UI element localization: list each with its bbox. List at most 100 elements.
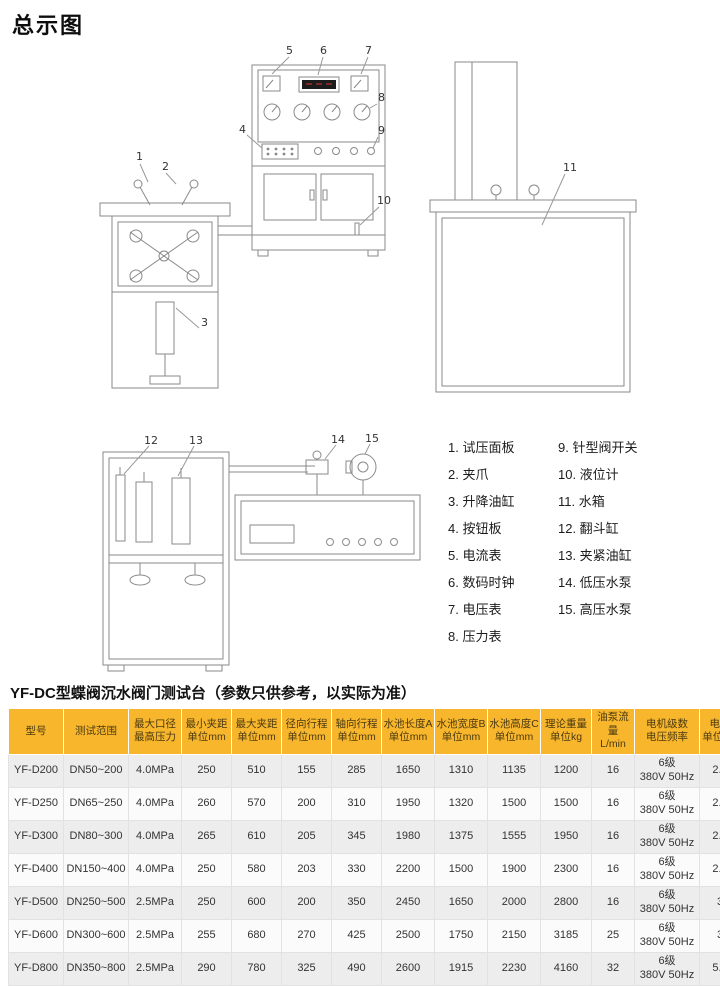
spec-table-cell: 1500	[488, 787, 541, 820]
spec-table-cell: 2.5MPa	[129, 952, 182, 985]
spec-table-cell: 570	[232, 787, 282, 820]
spec-table-cell: 6级 380V 50Hz	[635, 787, 700, 820]
spec-table-cell: YF-D600	[9, 919, 64, 952]
callout-10: 10	[377, 194, 391, 207]
spec-table-cell: 25	[592, 919, 635, 952]
spec-table-header-cell: 轴向行程单位mm	[332, 709, 382, 755]
control-cabinet-drawing	[252, 65, 385, 256]
spec-table-cell: 250	[182, 754, 232, 787]
spec-table-cell: 3185	[541, 919, 592, 952]
spec-table-header-cell: 最大口径最高压力	[129, 709, 182, 755]
section-title: YF-DC型蝶阀沉水阀门测试台（参数只供参考，以实际为准）	[10, 682, 416, 703]
spec-table-cell: 2800	[541, 886, 592, 919]
spec-table-cell: 325	[282, 952, 332, 985]
spec-table-cell: DN50~200	[64, 754, 129, 787]
spec-table-header-cell: 型号	[9, 709, 64, 755]
spec-table-cell: 3	[700, 919, 720, 952]
spec-table-cell: 2.2	[700, 754, 720, 787]
spec-table-cell: 16	[592, 787, 635, 820]
spec-table-cell: 1500	[435, 853, 488, 886]
spec-table-cell: 4.0MPa	[129, 787, 182, 820]
spec-table-cell: 2.5MPa	[129, 886, 182, 919]
pump-unit-drawing	[229, 451, 420, 560]
spec-table-cell: 1555	[488, 820, 541, 853]
legend-item: 5. 电流表	[448, 542, 544, 569]
spec-table-cell: 2.2	[700, 787, 720, 820]
legend-item: 1. 试压面板	[448, 434, 544, 461]
spec-table-header-cell: 最小夹距单位mm	[182, 709, 232, 755]
spec-table-cell: DN300~600	[64, 919, 129, 952]
spec-table-cell: DN80~300	[64, 820, 129, 853]
spec-table-cell: 310	[332, 787, 382, 820]
callout-4: 4	[239, 123, 246, 136]
spec-table-header-cell: 最大夹距单位mm	[232, 709, 282, 755]
callout-14: 14	[331, 433, 345, 446]
spec-table-cell: DN150~400	[64, 853, 129, 886]
spec-table-cell: 2150	[488, 919, 541, 952]
spec-table-cell: 6级 380V 50Hz	[635, 919, 700, 952]
spec-table-cell: 6级 380V 50Hz	[635, 754, 700, 787]
spec-table-cell: 270	[282, 919, 332, 952]
legend-item: 9. 针型阀开关	[558, 434, 668, 461]
callout-leader-lines	[140, 57, 565, 328]
legend-item: 14. 低压水泵	[558, 569, 668, 596]
spec-table-cell: 260	[182, 787, 232, 820]
spec-table-cell: 255	[182, 919, 232, 952]
callout-2: 2	[162, 160, 169, 173]
spec-table-cell: 2600	[382, 952, 435, 985]
spec-table-cell: 155	[282, 754, 332, 787]
overview-diagram-top: 1 2 3 4 5 6 7 8 9 10 11	[0, 40, 720, 430]
callout-9: 9	[378, 124, 385, 137]
legend-item: 12. 翻斗缸	[558, 515, 668, 542]
spec-table-header-cell: 理论重量单位kg	[541, 709, 592, 755]
spec-table-cell: 16	[592, 754, 635, 787]
callout-11: 11	[563, 161, 577, 174]
callout-15: 15	[365, 432, 379, 445]
spec-table-cell: 285	[332, 754, 382, 787]
legend-item: 8. 压力表	[448, 623, 544, 650]
callout-1: 1	[136, 150, 143, 163]
legend-item: 4. 按钮板	[448, 515, 544, 542]
spec-table-cell: YF-D800	[9, 952, 64, 985]
callout-6: 6	[320, 44, 327, 57]
spec-table-cell: 350	[332, 886, 382, 919]
spec-table-cell: 490	[332, 952, 382, 985]
spec-table-cell: 4.0MPa	[129, 820, 182, 853]
spec-table-cell: 6级 380V 50Hz	[635, 853, 700, 886]
legend-item: 13. 夹紧油缸	[558, 542, 668, 569]
callout-7: 7	[365, 44, 372, 57]
spec-table-cell: YF-D400	[9, 853, 64, 886]
spec-table-cell: 2450	[382, 886, 435, 919]
spec-table-cell: 250	[182, 886, 232, 919]
spec-table-cell: 4160	[541, 952, 592, 985]
spec-table-cell: 600	[232, 886, 282, 919]
spec-table-cell: 2.5MPa	[129, 919, 182, 952]
spec-table-cell: 16	[592, 820, 635, 853]
legend-item: 2. 夹爪	[448, 461, 544, 488]
spec-table-cell: 580	[232, 853, 282, 886]
spec-table-cell: 2500	[382, 919, 435, 952]
legend-item: 6. 数码时钟	[448, 569, 544, 596]
spec-table-cell: 1980	[382, 820, 435, 853]
legend-item: 15. 高压水泵	[558, 596, 668, 623]
spec-table-cell: YF-D500	[9, 886, 64, 919]
spec-table-cell: 330	[332, 853, 382, 886]
spec-table-cell: 265	[182, 820, 232, 853]
spec-table-cell: 1135	[488, 754, 541, 787]
spec-table-cell: 200	[282, 787, 332, 820]
spec-table-cell: 6级 380V 50Hz	[635, 820, 700, 853]
spec-table-cell: 780	[232, 952, 282, 985]
spec-table-cell: 345	[332, 820, 382, 853]
spec-table-cell: 610	[232, 820, 282, 853]
spec-table-cell: 2000	[488, 886, 541, 919]
